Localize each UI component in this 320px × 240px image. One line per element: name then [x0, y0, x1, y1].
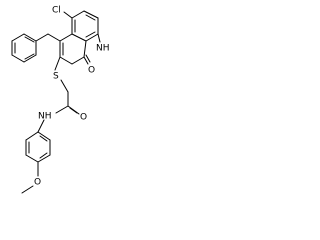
atom-labels: Cl NH O S O NH O	[34, 6, 110, 188]
thioacetamide-linker	[54, 56, 80, 115]
pyridinone-ring	[59, 33, 101, 65]
phenyl-ring	[11, 33, 61, 63]
ring-nh-label: NH	[96, 44, 110, 54]
amide-nh-label: NH	[38, 112, 52, 122]
methoxyphenyl-ring	[21, 119, 51, 194]
chlorine-label: Cl	[52, 6, 61, 16]
chloro-substituent	[63, 11, 73, 19]
sulfur-label: S	[53, 72, 59, 82]
amide-oxygen-label: O	[80, 113, 87, 123]
methoxy-oxygen-label: O	[34, 178, 41, 188]
ring-carbonyl	[83, 54, 91, 65]
chemical-structure-diagram: Cl NH O S O NH O	[11, 6, 110, 194]
ring-oxygen-label: O	[88, 66, 95, 76]
benzo-ring	[71, 10, 99, 42]
